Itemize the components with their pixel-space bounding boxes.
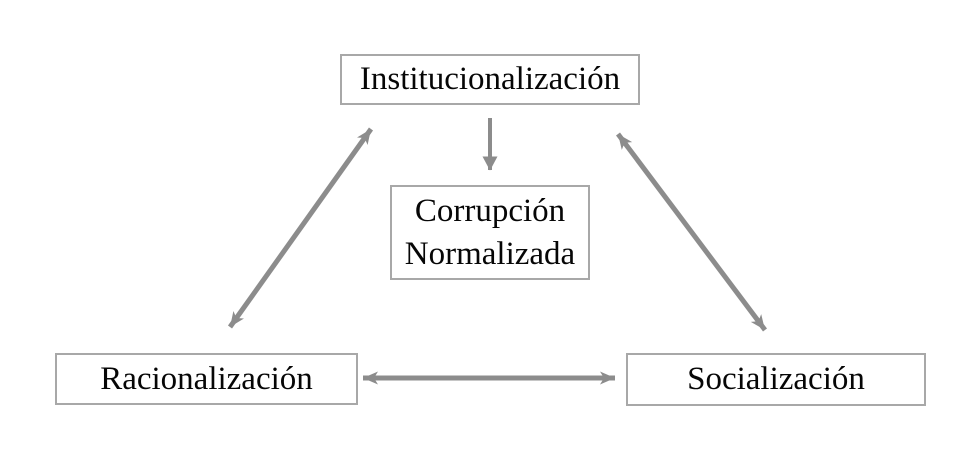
node-socializacion-label: Socialización — [687, 361, 865, 398]
node-corrupcion-normalizada-line1: Corrupción — [414, 193, 566, 230]
node-institucionalizacion-label: Institucionalización — [359, 61, 621, 98]
node-racionalizacion-label: Racionalización — [100, 360, 313, 397]
arrow-institucionalizacion-racionalizacion-two-way — [227, 127, 374, 329]
arrow-institucionalizacion-socializacion-two-way — [616, 132, 767, 332]
node-socializacion: Socialización — [626, 353, 926, 406]
node-corrupcion-normalizada-line2: Normalizada — [404, 235, 576, 272]
node-corrupcion-normalizada: Corrupción Normalizada — [390, 185, 590, 280]
node-racionalizacion: Racionalización — [55, 353, 358, 405]
node-institucionalizacion: Institucionalización — [340, 54, 640, 105]
